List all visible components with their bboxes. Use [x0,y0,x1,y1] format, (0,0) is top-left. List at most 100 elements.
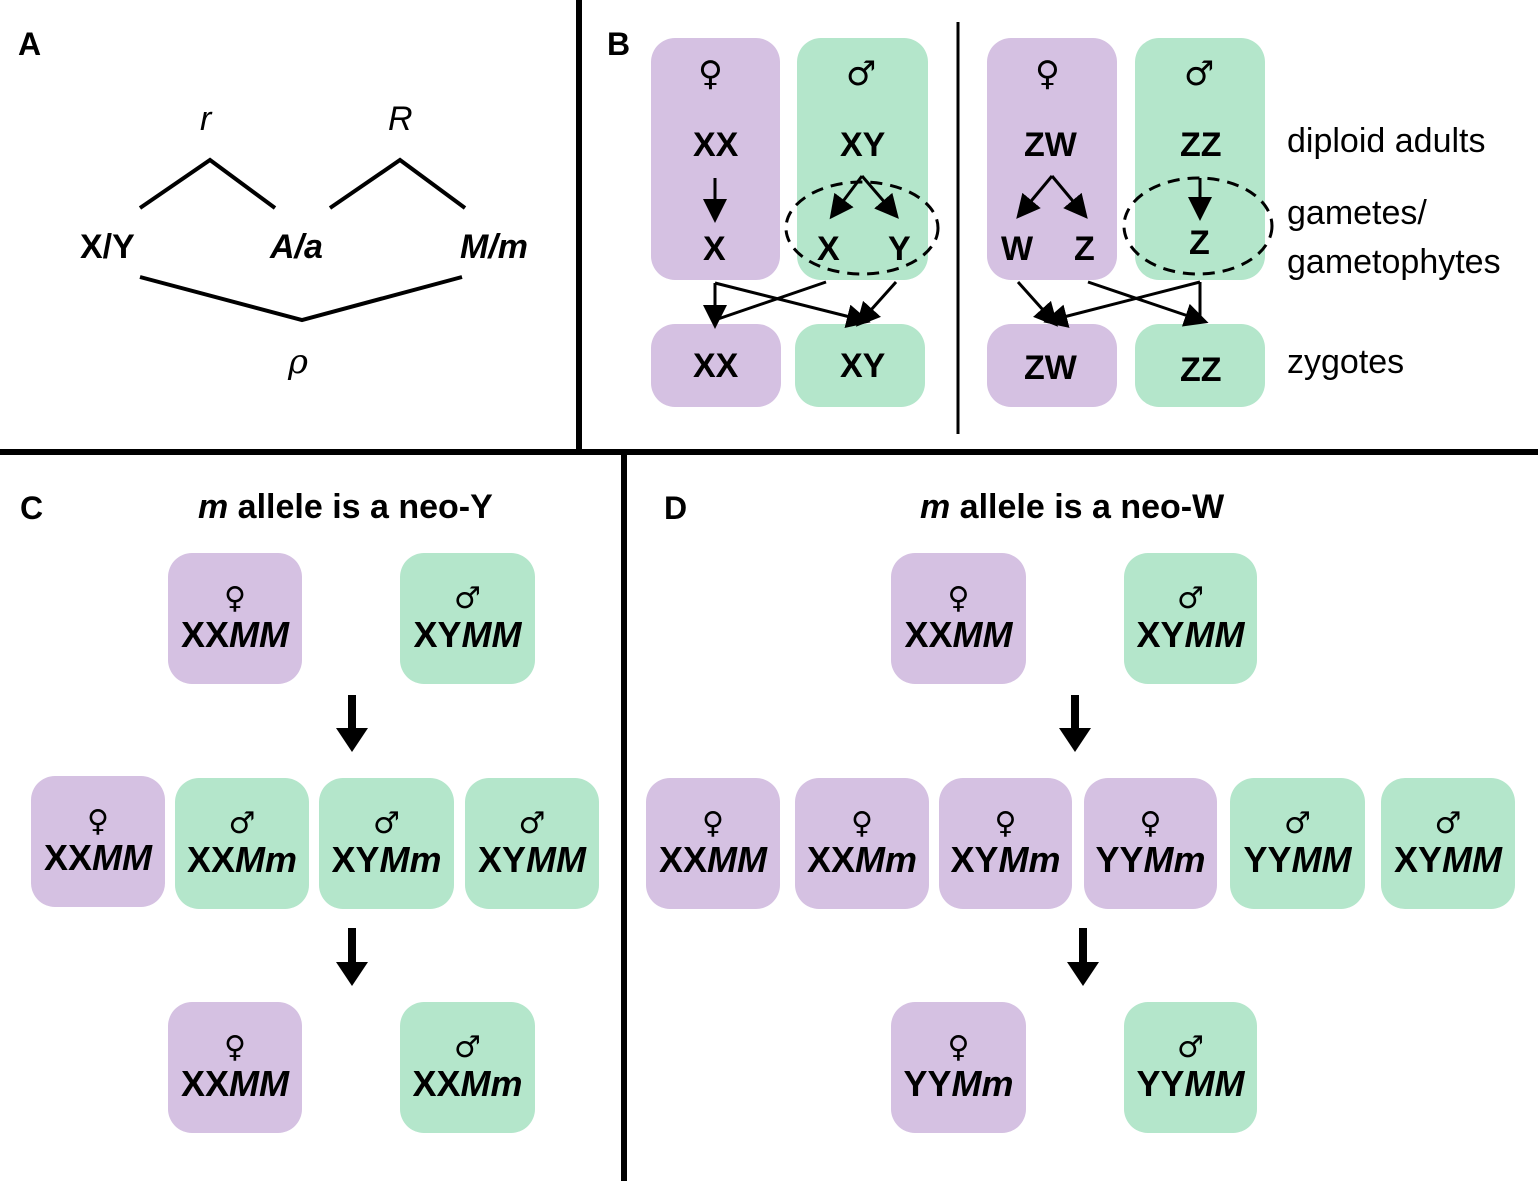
male-symbol-icon: ♂ [1434,805,1462,841]
genotype-sex-chromosomes: XX [412,1062,461,1104]
xy-female-adult: XX [693,126,739,164]
female-symbol-icon: ♀ [994,805,1017,841]
male-symbol-icon: ♂ [1177,580,1204,616]
xy-female-adult-box [651,38,780,280]
label-gametophytes: gametophytes [1287,243,1501,281]
genotype-m-alleles: MM [1184,1062,1245,1104]
genotype-label: YYMm [1095,838,1206,880]
genotype-cell-female: ♀XXMm [795,778,929,909]
zw-zygote-male-box [1135,324,1265,407]
divider-vertical-top [576,0,582,452]
genotype-cell-female: ♀YYMm [891,1002,1026,1133]
female-symbol-icon: ♀ [947,580,970,616]
genotype-m-alleles: Mm [460,1062,523,1104]
panel-c-title-rest: allele is a neo-Y [228,488,493,526]
genotype-sex-chromosomes: XX [904,613,953,655]
genotype-sex-chromosomes: XY [1136,613,1185,655]
zw-male-adult: ZZ [1180,126,1222,164]
male-symbol-icon: ♂ [454,1029,481,1065]
genotype-cell-female: ♀XXMM [31,776,165,907]
panel-c-title-italic: m [198,488,229,526]
xy-zygote-male-box [795,324,925,407]
divider-horizontal [0,449,1538,455]
genotype-label: XXMm [412,1062,523,1104]
genotype-cell-male: ♂XYMm [319,778,454,909]
label-gametes: gametes/ [1287,194,1427,232]
panel-d-title-italic: m [920,488,951,526]
panel-c-title: m allele is a neo-Y [198,488,493,527]
female-symbol-icon: ♀ [702,805,724,841]
male-symbol-icon: ♂ [373,805,400,841]
label-r-lower: r [200,100,212,138]
genotype-m-alleles: Mm [235,838,298,880]
genotype-cell-male: ♂YYMM [1230,778,1365,909]
genotype-sex-chromosomes: XY [413,613,462,655]
xy-male-adult: XY [840,126,886,164]
panel-d-title: m allele is a neo-W [920,488,1224,527]
genotype-sex-chromosomes: XX [806,838,856,880]
zw-female-adult-box [987,38,1117,280]
genotype-sex-chromosomes: YY [1136,1062,1185,1104]
genotype-sex-chromosomes: YY [903,1062,952,1104]
genotype-m-alleles: MM [461,613,522,655]
male-symbol-icon: ♂ [228,805,256,841]
genotype-m-alleles: MM [707,838,767,880]
panel-b-label: B [607,26,631,62]
genotype-sex-chromosomes: YY [1095,838,1144,880]
genotype-cell-female: ♀XXMM [891,553,1026,684]
genotype-cell-male: ♂XYMM [465,778,599,909]
genotype-label: YYMm [903,1062,1013,1104]
xy-zygote-female: XX [693,347,739,385]
genotype-m-alleles: MM [526,838,586,880]
xy-male-gamete-x: X [817,230,840,268]
genotype-label: XYMM [413,613,522,655]
genotype-label: XYMm [331,838,442,880]
zw-male-adult-box [1135,38,1265,280]
label-r-upper: R [388,100,413,138]
female-symbol-icon: ♀ [947,1029,970,1065]
genotype-m-alleles: Mm [1143,838,1206,880]
genotype-m-alleles: MM [1184,613,1245,655]
genotype-sex-chromosomes: XY [477,838,527,880]
genotype-sex-chromosomes: YY [1243,838,1292,880]
male-symbol-icon: ♂ [1177,1029,1204,1065]
genotype-sex-chromosomes: XY [331,838,380,880]
locus-xy: X/Y [80,228,135,266]
female-symbol-icon: ♀ [851,805,873,841]
zw-female-adult: ZW [1024,126,1077,164]
genotype-cell-female: ♀XXMM [168,1002,302,1133]
genotype-label: XXMM [659,838,767,880]
genotype-cell-male: ♂XYMM [1124,553,1257,684]
genotype-label: XXMM [181,614,289,655]
genotype-sex-chromosomes: XX [43,836,93,878]
genotype-m-alleles: Mm [855,838,918,880]
genotype-m-alleles: Mm [379,838,442,880]
genotype-m-alleles: MM [1442,838,1502,880]
xy-male-gamete-y: Y [888,230,911,268]
genotype-cell-female: ♀YYMm [1084,778,1217,909]
female-symbol-icon: ♀ [87,803,109,839]
zw-female-symbol: ♀ [1035,54,1060,94]
genotype-sex-chromosomes: XX [186,838,236,880]
genotype-m-alleles: MM [92,836,152,878]
panel-c-label: C [20,490,44,526]
genotype-label: XYMM [1394,838,1502,880]
genotype-cell-male: ♂XXMm [175,778,309,909]
genotype-label: XXMm [806,838,918,880]
label-rho: ρ [288,342,308,382]
genotype-label: XYMm [950,838,1061,880]
genotype-m-alleles: MM [952,613,1013,655]
genotype-m-alleles: Mm [998,838,1061,880]
genotype-sex-chromosomes: XX [180,1062,230,1104]
xy-zygote-male: XY [840,347,886,385]
panel-d-label: D [664,490,688,526]
genotype-cell-male: ♂XYMM [1381,778,1515,909]
zw-male-symbol: ♂ [1184,54,1215,94]
xy-female-symbol: ♀ [698,54,723,94]
zw-female-gamete-z: Z [1074,230,1095,268]
locus-aa: A/a [270,228,323,266]
genotype-cell-female: ♀XYMm [939,778,1072,909]
